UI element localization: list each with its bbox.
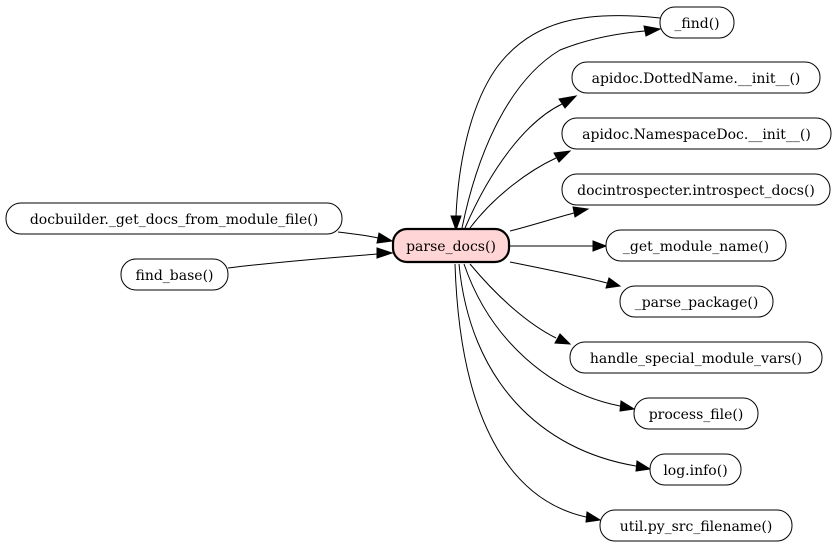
node-label: apidoc.NamespaceDoc.__init__() [582, 127, 811, 143]
edge-parse-docs-to-namespacedoc-init [469, 157, 557, 229]
node-handle-special-module-vars[interactable]: handle_special_module_vars() [569, 341, 823, 374]
arrowhead [635, 460, 652, 472]
arrowhead [450, 215, 462, 232]
node-label: parse_docs() [406, 239, 496, 255]
edge-parse-docs-to-process-file [463, 263, 621, 407]
node-find-base[interactable]: find_base() [120, 258, 229, 291]
arrowhead [619, 400, 636, 412]
edge-parse-docs-to-introspect-docs [509, 212, 575, 232]
arrowhead [558, 95, 578, 109]
node-find[interactable]: _find() [659, 6, 735, 39]
node-label: process_file() [649, 407, 744, 423]
arrowhead [592, 240, 608, 252]
node-process-file[interactable]: process_file() [633, 397, 759, 430]
node-label: _get_module_name() [623, 239, 769, 255]
node-label: find_base() [135, 268, 213, 284]
node-label: log.info() [663, 463, 727, 479]
arrowhead [572, 206, 590, 218]
node-apidoc-dottedname-init[interactable]: apidoc.DottedName.__init__() [571, 61, 821, 94]
arrowhead [554, 333, 572, 345]
edge-parse-docs-to-parse-package [509, 261, 608, 284]
edge-parse-docs-to-util-py-src-filename [454, 263, 587, 518]
arrowhead [585, 511, 602, 523]
node-log-info[interactable]: log.info() [649, 453, 742, 486]
nodes: docbuilder._get_docs_from_module_file() … [5, 6, 832, 542]
node-docintrospecter-introspect-docs[interactable]: docintrospecter.introspect_docs() [561, 173, 831, 206]
node-get-module-name[interactable]: _get_module_name() [605, 229, 787, 262]
edge-parse-docs-to-find [461, 30, 646, 229]
node-label: _parse_package() [635, 295, 759, 311]
edge-parse-docs-to-handle-special-module-vars [469, 263, 557, 339]
node-label: docbuilder._get_docs_from_module_file() [30, 212, 318, 228]
arrowhead [376, 247, 394, 259]
edge-docbuilder-to-parse-docs [337, 231, 379, 239]
node-label: handle_special_module_vars() [590, 351, 802, 367]
node-util-py-src-filename[interactable]: util.py_src_filename() [599, 509, 793, 542]
arrowhead [553, 150, 572, 163]
edges [227, 15, 662, 523]
node-parse-docs[interactable]: parse_docs() [391, 227, 511, 264]
edge-parse-docs-to-dottedname-init [464, 103, 563, 229]
arrowhead [605, 277, 622, 289]
arrowhead [643, 25, 662, 37]
node-label: docintrospecter.introspect_docs() [577, 183, 815, 199]
node-label: apidoc.DottedName.__init__() [592, 71, 801, 87]
edge-find-to-parse-docs [455, 15, 661, 217]
edge-parse-docs-to-log-info [458, 263, 637, 467]
node-label: _find() [674, 16, 719, 32]
edge-find-base-to-parse-docs [227, 253, 379, 269]
node-label: util.py_src_filename() [620, 519, 773, 535]
node-parse-package[interactable]: _parse_package() [619, 285, 774, 318]
node-docbuilder-get-docs-from-module-file[interactable]: docbuilder._get_docs_from_module_file() [5, 202, 343, 235]
node-apidoc-namespacedoc-init[interactable]: apidoc.NamespaceDoc.__init__() [561, 117, 832, 150]
arrowhead [376, 232, 394, 244]
